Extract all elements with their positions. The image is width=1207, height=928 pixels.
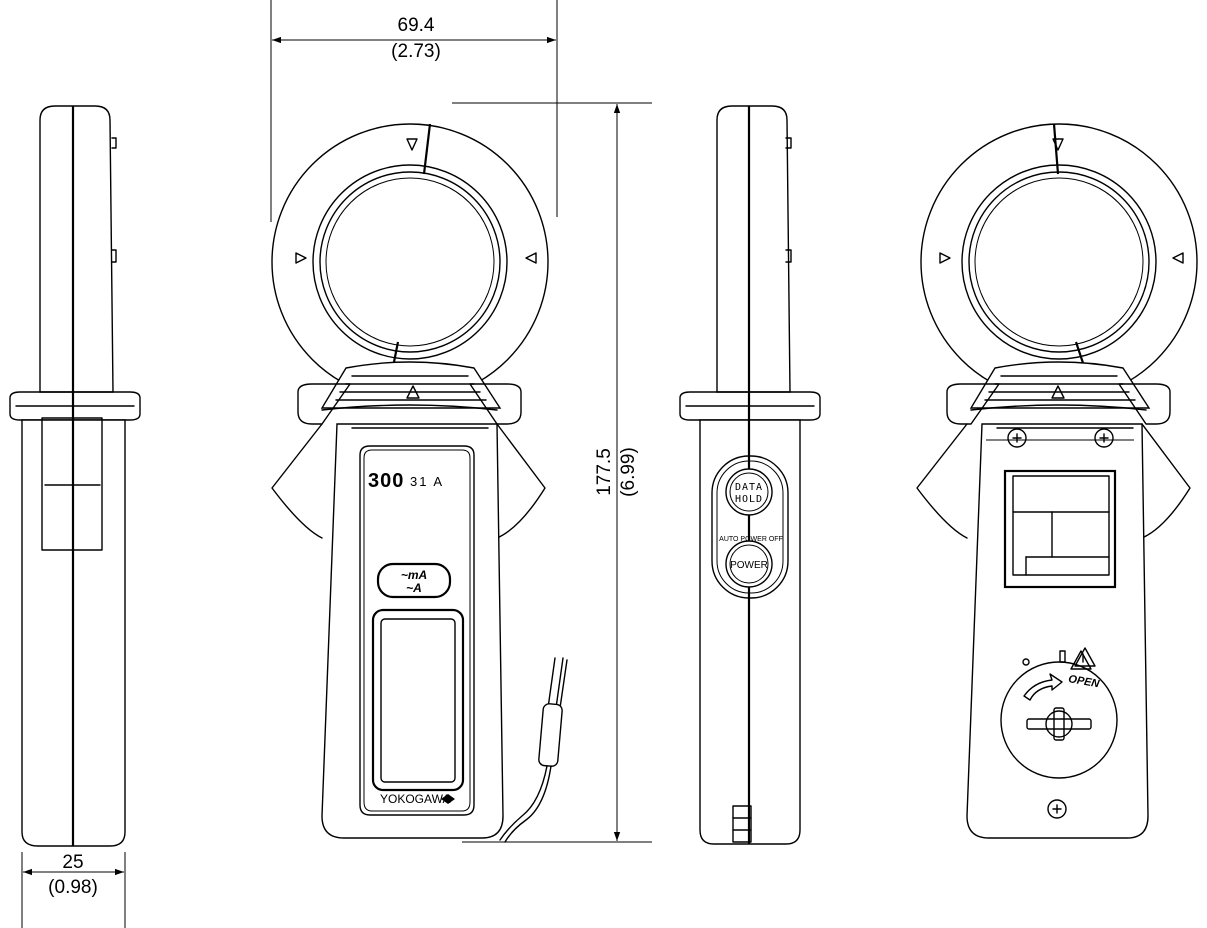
screw-bottom-icon (1047, 799, 1067, 819)
brand-label: YOKOGAWA (380, 792, 450, 806)
open-label: OPEN (1067, 673, 1101, 690)
depth-inch-label: (0.98) (48, 877, 98, 898)
width-mm-label: 69.4 (398, 15, 435, 36)
power-button-label: POWER (730, 560, 768, 571)
width-dimension: 69.4 (2.73) (270, 0, 558, 222)
data-hold-label-2: HOLD (735, 494, 763, 505)
model-number: 300 (368, 470, 404, 492)
height-dimension: 177.5 (6.99) (452, 102, 652, 843)
screw-top-right-icon (1094, 428, 1114, 448)
model-suffix: 31 A (410, 474, 444, 489)
data-hold-label-1: DATA (735, 482, 763, 493)
range-button-label-a: ~A (406, 581, 422, 595)
yokogawa-logo-icon (441, 794, 455, 804)
depth-dimension: 25 (0.98) (21, 852, 126, 928)
left-side-view (9, 105, 141, 847)
height-mm-label: 177.5 (594, 448, 615, 496)
auto-power-off-label: AUTO POWER OFF (719, 536, 783, 543)
right-side-view: DATA HOLD AUTO POWER OFF POWER (679, 105, 821, 845)
depth-mm-label: 25 (62, 852, 83, 873)
battery-cover-screw-icon (1026, 707, 1092, 741)
screw-top-left-icon (1007, 428, 1027, 448)
width-inch-label: (2.73) (391, 41, 441, 62)
range-button-label-ma: ~mA (401, 568, 427, 582)
back-view: OPEN (916, 123, 1198, 839)
warning-icon (1070, 647, 1096, 670)
height-inch-label: (6.99) (618, 447, 639, 497)
front-view: 300 31 A ~mA ~A YOKOGAWA (271, 123, 568, 843)
